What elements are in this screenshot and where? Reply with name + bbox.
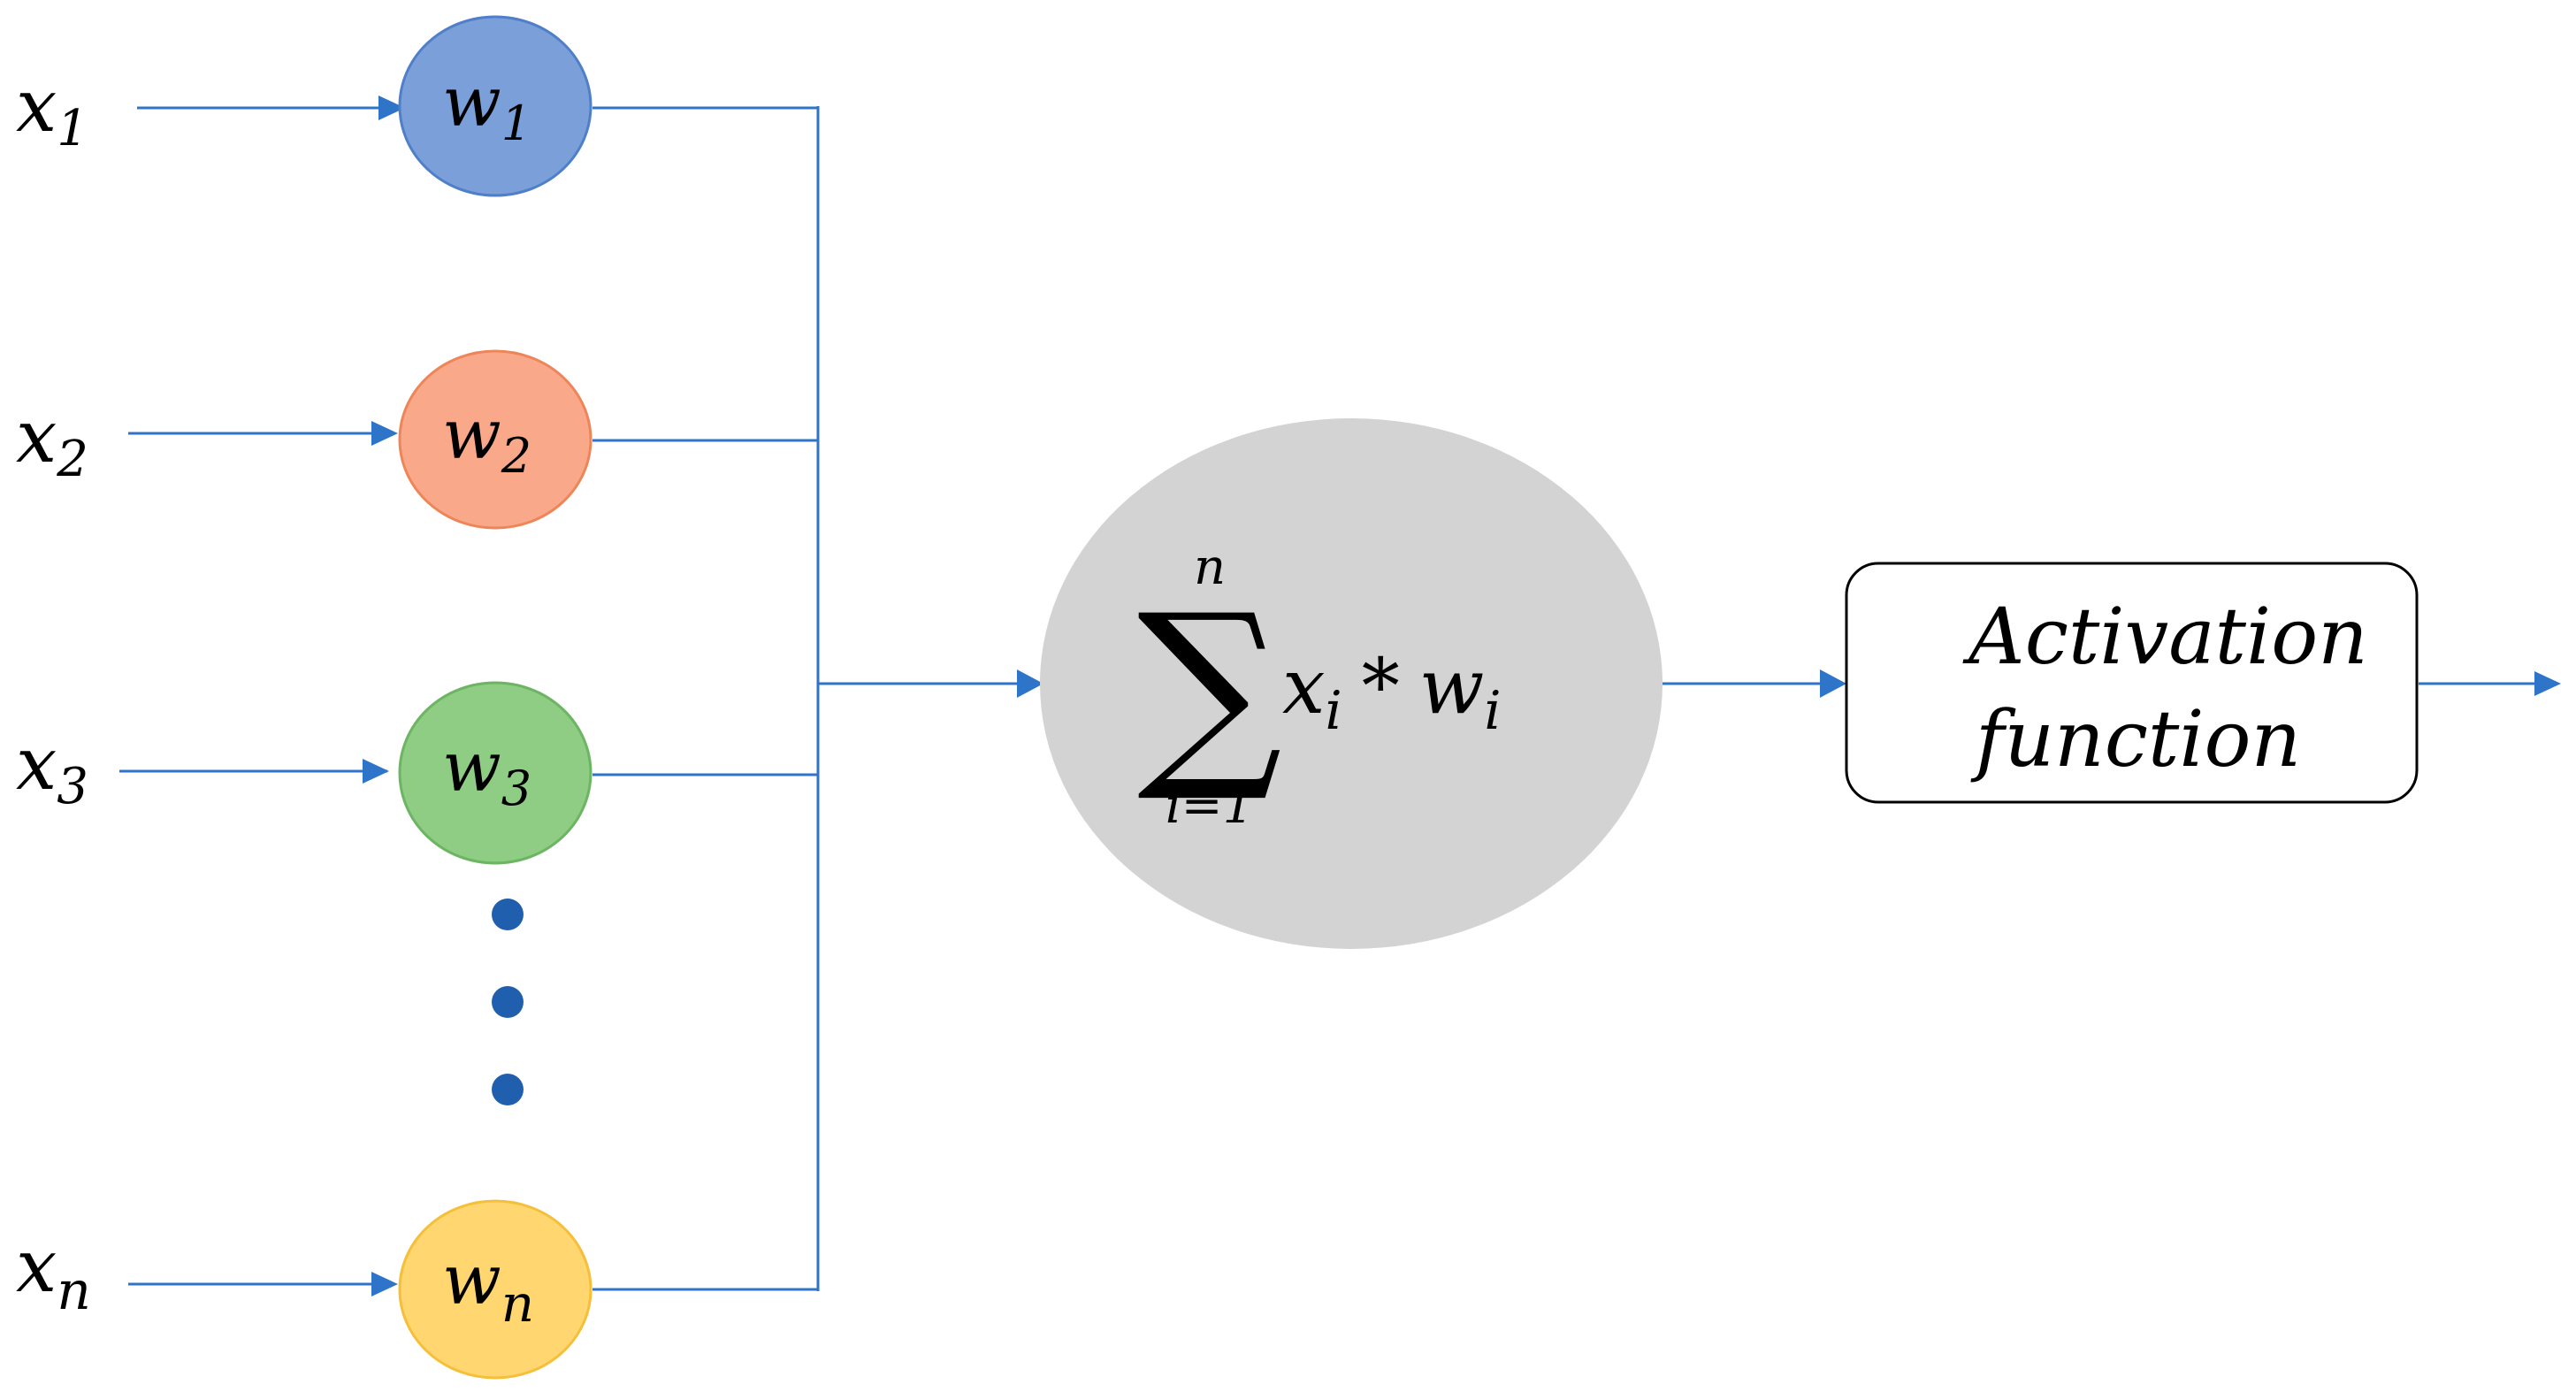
arrowhead-2	[371, 421, 398, 446]
weight-node-n: wn	[398, 1199, 592, 1380]
input-label-1: x1	[16, 65, 88, 157]
collector-lines	[592, 106, 2547, 1291]
weight-circle-1	[398, 15, 592, 197]
input-arrowheads	[363, 96, 405, 1296]
ellipsis-dots	[492, 899, 524, 1105]
ellipsis-dot-2	[492, 986, 524, 1018]
ellipsis-dot-3	[492, 1074, 524, 1105]
summation-node: n ∑ i=1 xi*wi	[1040, 418, 1663, 949]
arrowhead-n	[371, 1272, 398, 1296]
input-arrows	[119, 106, 398, 1286]
activation-box-outline	[1845, 562, 2419, 804]
ellipsis-dot-1	[492, 899, 524, 930]
weight-nodes: w1 w2 w3 wn	[398, 15, 592, 1380]
arrowhead-output	[2534, 671, 2561, 696]
weight-label-n: wn	[442, 1241, 534, 1334]
activation-label-line1: Activation	[1962, 591, 2368, 682]
weight-label-3: w3	[442, 728, 531, 816]
summation-upper-limit: n	[1194, 539, 1226, 596]
input-label-2: x2	[16, 395, 88, 488]
summation-lower-limit: i=1	[1166, 777, 1254, 835]
arrowhead-1	[378, 96, 405, 120]
input-labels: x1 x2 x3 xn	[16, 65, 91, 1322]
weight-circle-2	[398, 349, 592, 530]
arrowhead-to-sum	[1017, 669, 1043, 698]
weight-label-2: w2	[442, 395, 531, 484]
summation-term: xi*wi	[1282, 643, 1502, 742]
summation-ellipse	[1040, 418, 1663, 949]
weight-circle-n	[398, 1199, 592, 1380]
weight-circle-3	[398, 681, 592, 865]
summation-sigma-icon: ∑	[1137, 571, 1282, 807]
activation-label-line2: function	[1970, 693, 2301, 784]
input-label-n: xn	[16, 1225, 91, 1322]
arrowhead-to-activation	[1820, 669, 1846, 698]
activation-function-box: Activation function	[1845, 562, 2419, 804]
weight-node-2: w2	[398, 349, 592, 530]
arrowhead-3	[363, 759, 389, 784]
weight-label-1: w1	[442, 63, 531, 151]
weight-node-1: w1	[398, 15, 592, 197]
weight-node-3: w3	[398, 681, 592, 865]
flow-arrowheads	[1017, 669, 2561, 698]
input-label-3: x3	[16, 723, 88, 815]
